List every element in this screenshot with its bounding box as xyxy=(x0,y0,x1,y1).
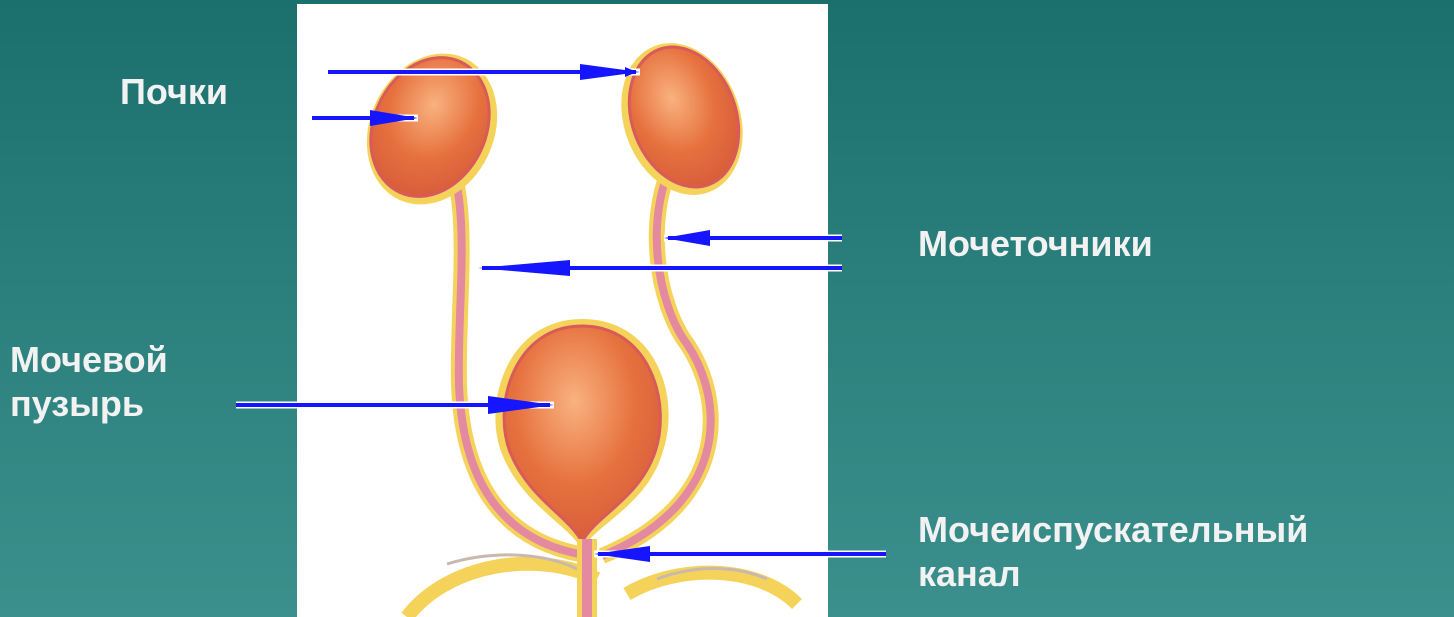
pointer-arrows xyxy=(0,0,1454,617)
